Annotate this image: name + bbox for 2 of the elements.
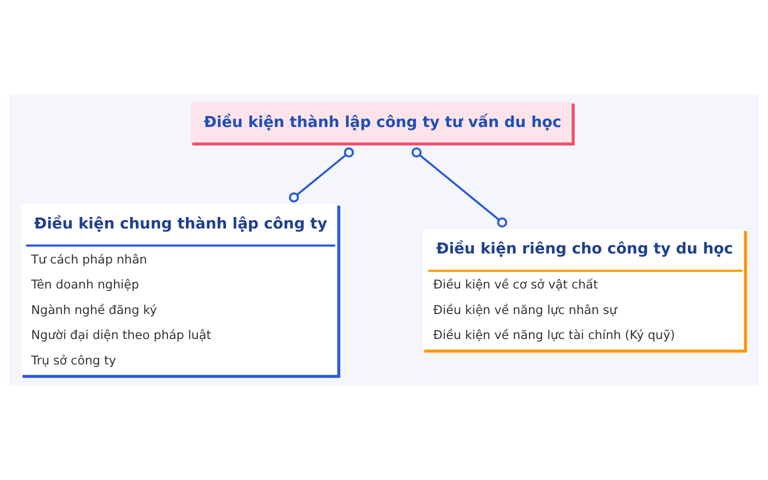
connector bbox=[288, 147, 354, 202]
connector bbox=[412, 147, 508, 228]
